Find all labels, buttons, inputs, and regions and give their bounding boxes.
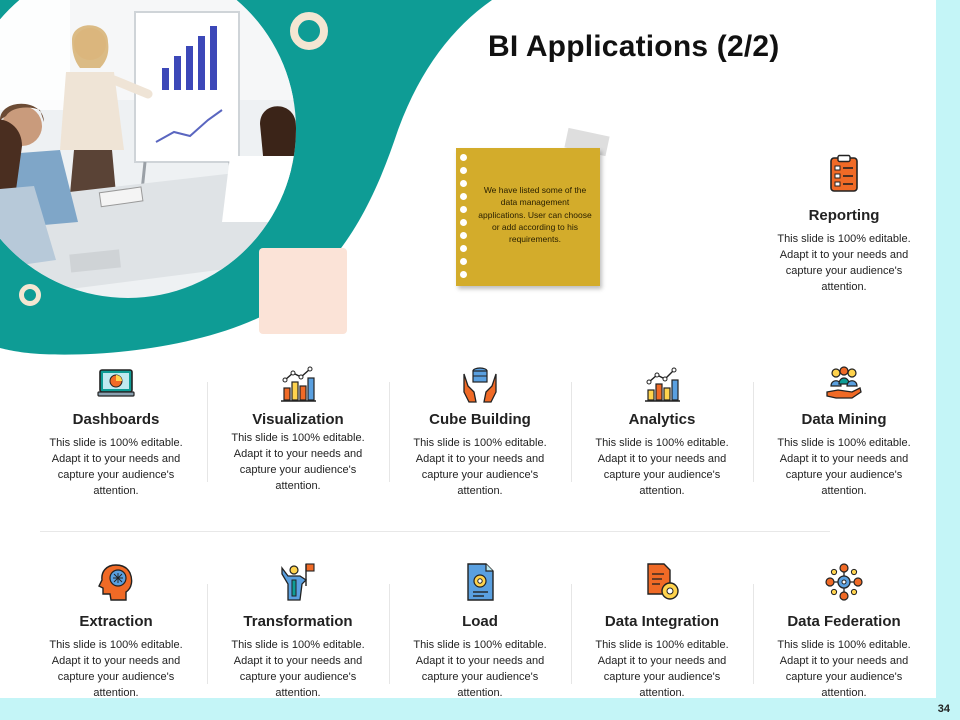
item-desc: This slide is 100% editable. Adapt it to… (231, 432, 365, 492)
clipboard-list-icon (830, 154, 858, 192)
divider (207, 382, 208, 482)
network-gear-icon (825, 563, 863, 601)
item-desc: This slide is 100% editable. Adapt it to… (595, 437, 729, 497)
item-label: Analytics (628, 411, 696, 428)
item-label: Cube Building (429, 411, 531, 428)
item-desc: This slide is 100% editable. Adapt it to… (413, 639, 547, 699)
item-desc: This slide is 100% editable. Adapt it to… (595, 639, 729, 699)
bar-chart-icon (281, 366, 316, 402)
item-desc: This slide is 100% editable. Adapt it to… (413, 437, 547, 497)
divider (753, 382, 754, 482)
divider (207, 584, 208, 684)
bottom-accent-strip (0, 698, 960, 720)
item-label: Extraction (79, 613, 153, 630)
decorative-square (259, 248, 347, 334)
item-desc: This slide is 100% editable. Adapt it to… (777, 437, 911, 497)
page-number: 34 (937, 703, 950, 715)
item-desc: This slide is 100% editable. Adapt it to… (49, 437, 183, 497)
item-label: Data Mining (801, 411, 887, 428)
decorative-ring-small (19, 284, 41, 306)
file-gear-icon (647, 563, 679, 600)
slide-title: BI Applications (2/2) (488, 30, 780, 63)
divider (571, 584, 572, 684)
decorative-ring (290, 12, 328, 50)
analytics-chart-icon (645, 367, 680, 402)
item-desc: This slide is 100% editable. Adapt it to… (777, 233, 911, 293)
divider (389, 382, 390, 482)
sticky-note: We have listed some of the data manageme… (456, 148, 600, 286)
people-hand-icon (826, 366, 862, 399)
item-label: Dashboards (72, 411, 160, 428)
head-brain-icon (98, 564, 133, 601)
item-label: Data Federation (787, 613, 901, 630)
item-desc: This slide is 100% editable. Adapt it to… (49, 639, 183, 699)
item-label: Reporting (808, 207, 880, 224)
document-gear-icon (467, 563, 494, 601)
person-flag-icon (281, 563, 315, 601)
item-label: Load (462, 613, 498, 630)
item-desc: This slide is 100% editable. Adapt it to… (231, 639, 365, 699)
divider (753, 584, 754, 684)
item-label: Visualization (252, 411, 344, 428)
hands-database-icon (463, 367, 497, 403)
note-text: We have listed some of the data manageme… (478, 185, 592, 245)
divider (571, 382, 572, 482)
item-label: Transformation (243, 613, 353, 630)
item-desc: This slide is 100% editable. Adapt it to… (777, 639, 911, 699)
right-accent-strip (936, 0, 960, 720)
row-divider (40, 531, 830, 532)
meeting-photo (0, 0, 296, 298)
monitor-dashboard-icon (97, 369, 135, 397)
divider (389, 584, 390, 684)
item-label: Data Integration (604, 613, 720, 630)
